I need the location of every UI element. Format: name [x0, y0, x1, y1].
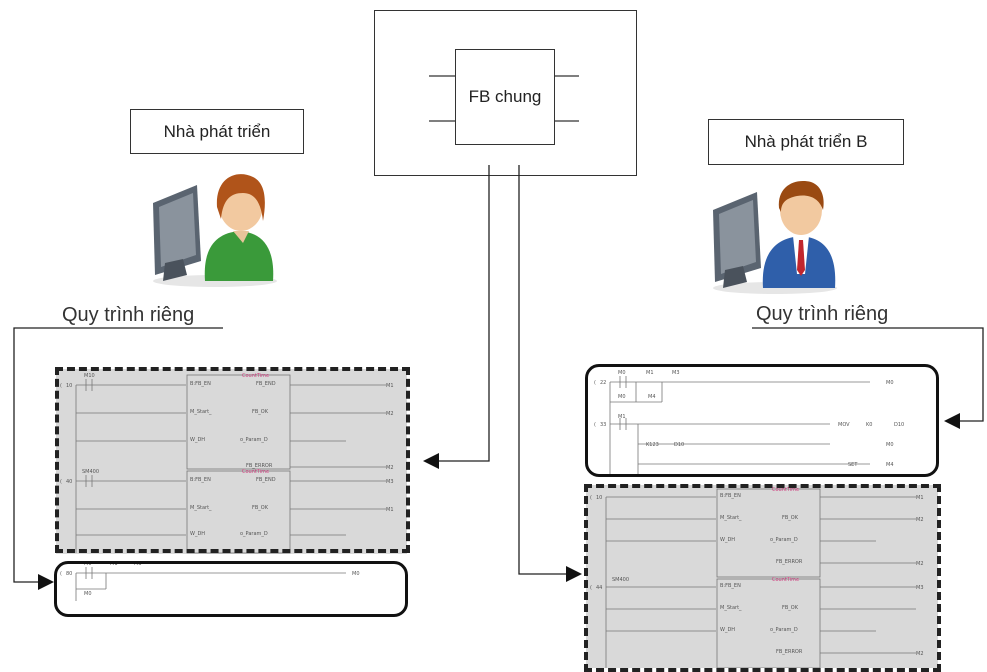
developer-b-label: Nhà phát triển B	[744, 132, 868, 151]
svg-text:M4: M4	[648, 394, 656, 400]
svg-text:22: 22	[600, 380, 606, 386]
developer-b-label-box: Nhà phát triển B	[708, 119, 904, 165]
svg-text:FB_ERROR: FB_ERROR	[776, 559, 803, 565]
developer-b-male-icon	[713, 181, 837, 294]
svg-text:(: (	[60, 479, 62, 485]
svg-text:SM400: SM400	[82, 469, 99, 475]
developer-a-label-box: Nhà phát triển	[130, 109, 304, 154]
svg-text:M3: M3	[386, 479, 394, 485]
svg-text:M0: M0	[886, 380, 894, 386]
svg-text:CountTime: CountTime	[772, 577, 799, 583]
svg-text:(: (	[590, 495, 592, 501]
developer-a-female-icon	[153, 174, 277, 287]
fb-chung-block: FB chung	[455, 49, 555, 145]
svg-text:CountTime: CountTime	[772, 487, 799, 493]
svg-text:M1: M1	[916, 495, 924, 501]
svg-text:M_Start_: M_Start_	[720, 605, 742, 611]
svg-text:o_Param_D: o_Param_D	[770, 537, 798, 543]
svg-text:FB_END: FB_END	[256, 381, 276, 387]
svg-text:M4: M4	[886, 462, 894, 468]
svg-text:CountTime: CountTime	[242, 373, 269, 379]
svg-text:W_DH: W_DH	[720, 627, 735, 633]
svg-text:M3: M3	[134, 561, 142, 567]
right-shared-ladder-panel: (10 (44 SM400 B:FB_EN M_Start_ W_DH B:FB_EN…	[586, 485, 938, 668]
svg-text:M1: M1	[618, 414, 626, 420]
svg-text:o_Param_D: o_Param_D	[240, 437, 268, 443]
svg-text:(: (	[594, 422, 596, 428]
svg-text:M0: M0	[618, 370, 626, 376]
svg-text:B:FB_EN: B:FB_EN	[720, 583, 741, 589]
svg-text:40: 40	[66, 479, 72, 485]
svg-text:(: (	[590, 585, 592, 591]
fb-chung-label: FB chung	[468, 87, 542, 106]
svg-text:M3: M3	[672, 370, 680, 376]
private-flow-right-label: Quy trình riêng	[756, 303, 889, 325]
svg-text:M0: M0	[618, 394, 626, 400]
svg-text:M2: M2	[916, 517, 924, 523]
svg-text:K123: K123	[646, 442, 659, 448]
svg-text:M0: M0	[352, 571, 360, 577]
svg-text:M1: M1	[386, 507, 394, 513]
svg-text:80: 80	[66, 571, 72, 577]
svg-text:M1: M1	[646, 370, 654, 376]
svg-text:M1: M1	[110, 561, 118, 567]
svg-text:M2: M2	[386, 411, 394, 417]
svg-text:FB_OK: FB_OK	[252, 409, 269, 415]
svg-text:M1: M1	[386, 383, 394, 389]
svg-text:M2: M2	[916, 651, 924, 657]
svg-text:M0: M0	[84, 591, 92, 597]
svg-text:D10: D10	[894, 422, 904, 428]
svg-text:M0: M0	[886, 442, 894, 448]
svg-text:o_Param_D: o_Param_D	[240, 531, 268, 537]
svg-text:M10: M10	[84, 373, 95, 379]
svg-text:SM400: SM400	[612, 577, 629, 583]
private-flow-left-label: Quy trình riêng	[62, 304, 195, 326]
svg-text:SET: SET	[848, 462, 858, 468]
svg-text:(: (	[60, 383, 62, 389]
svg-text:o_Param_D: o_Param_D	[770, 627, 798, 633]
svg-text:(: (	[594, 380, 596, 386]
svg-text:44: 44	[596, 585, 602, 591]
svg-text:B:FB_EN: B:FB_EN	[720, 493, 741, 499]
svg-text:M_Start_: M_Start_	[190, 409, 212, 415]
svg-text:M2: M2	[916, 561, 924, 567]
svg-text:FB_OK: FB_OK	[252, 505, 269, 511]
svg-text:10: 10	[596, 495, 602, 501]
svg-text:FB_OK: FB_OK	[782, 605, 799, 611]
svg-text:M_Start_: M_Start_	[190, 505, 212, 511]
svg-text:W_DH: W_DH	[190, 531, 205, 537]
svg-text:M0: M0	[84, 561, 92, 567]
right-ladder-diagram: (10 (44 SM400 B:FB_EN M_Start_ W_DH B:FB_EN…	[590, 487, 924, 668]
svg-text:B:FB_EN: B:FB_EN	[190, 477, 211, 483]
svg-text:M3: M3	[916, 585, 924, 591]
svg-text:B:FB_EN: B:FB_EN	[190, 381, 211, 387]
svg-text:CountTime: CountTime	[242, 469, 269, 475]
svg-text:10: 10	[66, 383, 72, 389]
svg-text:W_DH: W_DH	[190, 437, 205, 443]
svg-text:M2: M2	[386, 465, 394, 471]
svg-text:W_DH: W_DH	[720, 537, 735, 543]
svg-text:D10: D10	[674, 442, 684, 448]
svg-text:33: 33	[600, 422, 606, 428]
svg-text:FB_ERROR: FB_ERROR	[246, 463, 273, 469]
svg-text:(: (	[60, 571, 62, 577]
developer-a-label: Nhà phát triển	[163, 121, 271, 141]
svg-text:FB_ERROR: FB_ERROR	[776, 649, 803, 655]
svg-text:FB_OK: FB_OK	[782, 515, 799, 521]
svg-text:K0: K0	[866, 422, 872, 428]
svg-text:MOV: MOV	[838, 422, 850, 428]
svg-text:FB_END: FB_END	[256, 477, 276, 483]
svg-text:M_Start_: M_Start_	[720, 515, 742, 521]
